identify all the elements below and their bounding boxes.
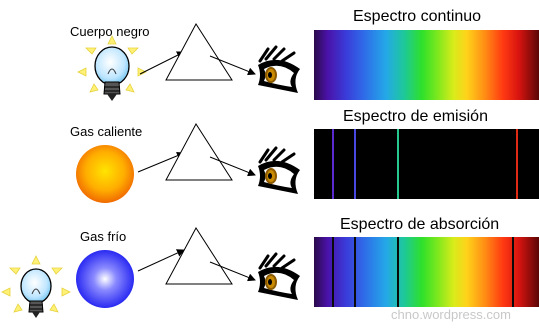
title-continuous-spectrum: Espectro continuo [353, 8, 482, 25]
arrow-icon [139, 51, 185, 75]
arrow-icon [137, 151, 185, 173]
emission-spectrum [314, 129, 539, 199]
arrow-icon [209, 55, 256, 76]
title-emission-spectrum: Espectro de emisión [343, 108, 488, 125]
label-hot-gas: Gas caliente [70, 124, 143, 139]
label-cold-gas: Gas frío [80, 229, 127, 244]
eye-icon [258, 252, 300, 300]
emission-line-cyan [397, 129, 399, 199]
emission-line-red [516, 129, 518, 199]
title-absorption-spectrum: Espectro de absorción [340, 216, 500, 233]
arrow-icon [209, 156, 256, 177]
eye-icon [258, 146, 300, 194]
prism-icon [165, 227, 233, 285]
watermark: chno.wordpress.com [391, 307, 511, 322]
prism-icon [165, 123, 233, 181]
emission-line-violet [332, 129, 334, 199]
arrow-icon [209, 261, 256, 282]
absorption-spectrum [314, 237, 539, 307]
arrow-icon [137, 249, 185, 272]
label-blackbody: Cuerpo negro [70, 24, 150, 39]
absorption-line-blue [354, 237, 356, 307]
prism-icon [165, 23, 233, 81]
absorption-line-red [512, 237, 514, 307]
lightbulb-icon [77, 35, 147, 101]
lightbulb-icon [1, 255, 71, 318]
eye-icon [258, 45, 300, 93]
hot-gas-sphere [76, 145, 134, 203]
absorption-line-cyan [397, 237, 399, 307]
cold-gas-sphere [76, 250, 134, 308]
emission-line-blue [354, 129, 356, 199]
absorption-line-violet [332, 237, 334, 307]
continuous-spectrum [314, 30, 539, 100]
